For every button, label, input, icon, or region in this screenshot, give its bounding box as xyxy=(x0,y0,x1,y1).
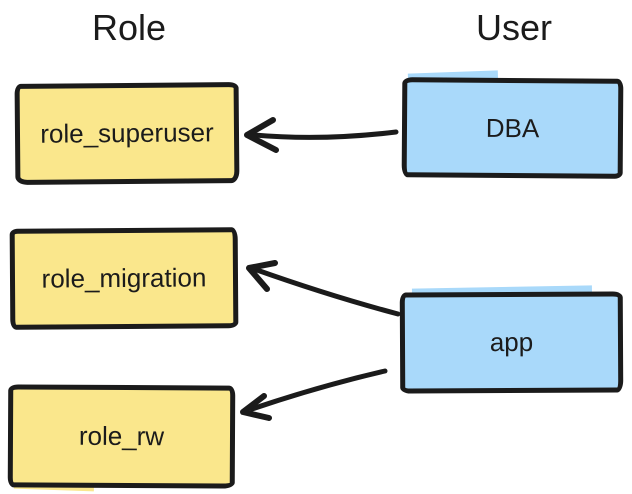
node-role-rw-label: role_rw xyxy=(78,420,165,452)
node-user-dba-label: DBA xyxy=(485,112,540,143)
node-user-app-label: app xyxy=(489,326,534,358)
arrow-dba-to-role-superuser xyxy=(244,117,399,153)
column-title-user: User xyxy=(476,7,553,48)
node-role-rw: role_rw xyxy=(7,384,236,489)
node-user-app: app xyxy=(399,291,624,394)
arrow-app-to-role-rw xyxy=(240,368,388,421)
node-role-migration-label: role_migration xyxy=(41,262,207,294)
node-role-superuser: role_superuser xyxy=(14,82,240,185)
node-user-dba: DBA xyxy=(401,77,624,179)
node-role-superuser-label: role_superuser xyxy=(40,117,214,149)
node-role-migration: role_migration xyxy=(9,227,239,330)
arrow-app-to-role-migration xyxy=(246,260,401,317)
column-title-role: Role xyxy=(92,7,167,48)
